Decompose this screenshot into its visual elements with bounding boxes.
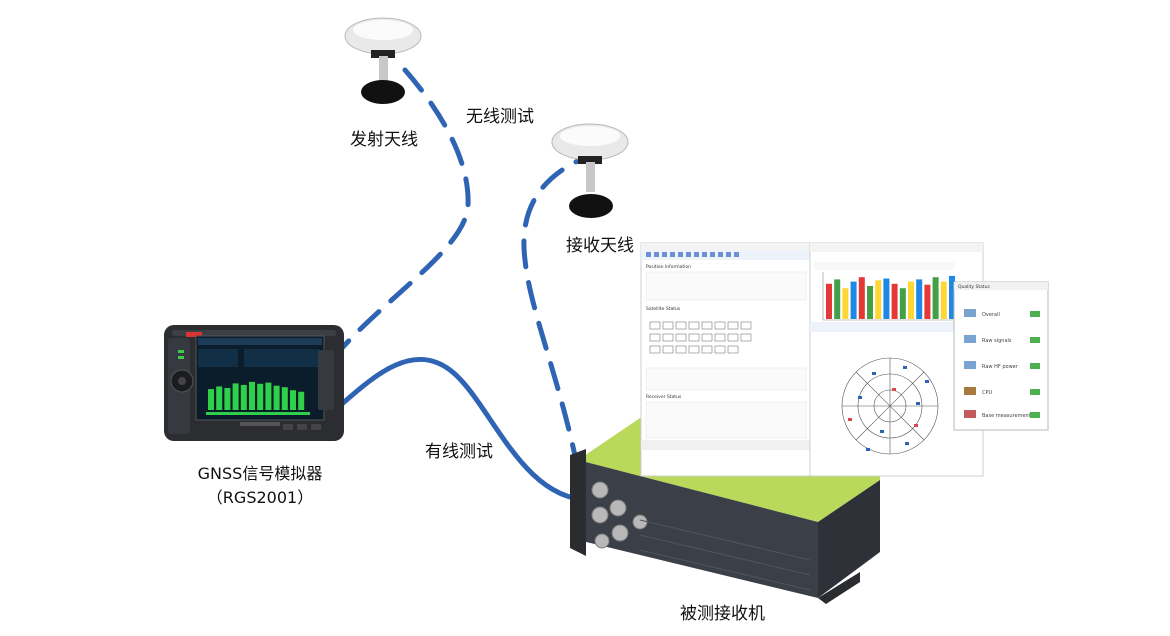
signal-bar [867,286,873,319]
sky-plot [841,357,939,455]
signal-bar [850,281,857,319]
position-info-title: Position Information [646,264,691,270]
rx-antenna [551,123,629,218]
signal-bar [916,279,923,319]
svg-text:CPU: CPU [982,390,993,396]
rx-antenna-label: 接收天线 [566,236,634,256]
quality-item-cpu: CPU [964,387,1040,396]
signal-bar [949,275,955,319]
signal-bar [826,283,832,319]
software-screenshots: Position Information Satellite Status Re… [640,242,1049,477]
gnss-simulator-device [164,325,344,441]
wireless-test-label: 无线测试 [466,107,534,127]
simulator-bar [249,381,255,410]
simulator-bar [240,384,247,410]
signal-bar [891,283,898,319]
signal-bar [834,279,841,319]
simulator-bar [257,383,264,410]
tx-antenna [344,17,422,104]
signal-bar [924,284,931,319]
quality-item-overall: Overall [964,309,1040,318]
satellite-status-title: Satellite Status [646,306,681,312]
quality-item-raw-signals: Raw signals [964,335,1040,344]
svg-text:Raw HF power: Raw HF power [982,364,1019,370]
wired-test-label: 有线测试 [425,442,493,462]
tx-antenna-cable [327,67,471,365]
simulator-bar [224,387,231,410]
signal-bar [875,280,882,319]
svg-text:Raw signals: Raw signals [982,338,1012,344]
simulator-bar [216,386,223,410]
quality-status-window: Quality Status Overall Raw signals Raw H… [953,281,1049,431]
quality-window-title: Quality Status [958,284,991,290]
dut-receiver-label: 被测接收机 [680,604,765,624]
rx-antenna-cable [521,149,603,473]
receiver-status-title: Receiver Status [646,394,682,400]
simulator-signal-bars [208,381,305,410]
signal-bar [908,281,914,319]
signal-bar [940,281,947,319]
svg-text:Base measurements: Base measurements [982,413,1034,419]
quality-item-raw-hf-power: Raw HF power [964,361,1040,370]
simulator-model-label: （RGS2001） [206,488,314,507]
cables [327,67,603,503]
signal-bar [932,277,939,319]
signal-bar [858,277,865,319]
wired-cable [332,356,593,503]
quality-item-base-measurements: Base measurements [964,410,1040,419]
simulator-bar [208,389,214,410]
tx-antenna-label: 发射天线 [350,130,418,150]
simulator-bar [273,385,280,410]
svg-text:Overall: Overall [982,312,1000,318]
simulator-name-label: GNSS信号模拟器 [197,464,323,483]
signal-bar [842,288,849,319]
signal-strength-bars [826,275,955,319]
simulator-bar [232,383,239,410]
receiver-monitor-window: Position Information Satellite Status Re… [640,242,813,477]
simulator-bar [298,391,305,410]
signal-bar [899,288,906,319]
simulator-bar [281,387,288,410]
simulator-bar [265,382,272,410]
signal-bar [883,278,890,319]
simulator-bar [290,390,296,410]
